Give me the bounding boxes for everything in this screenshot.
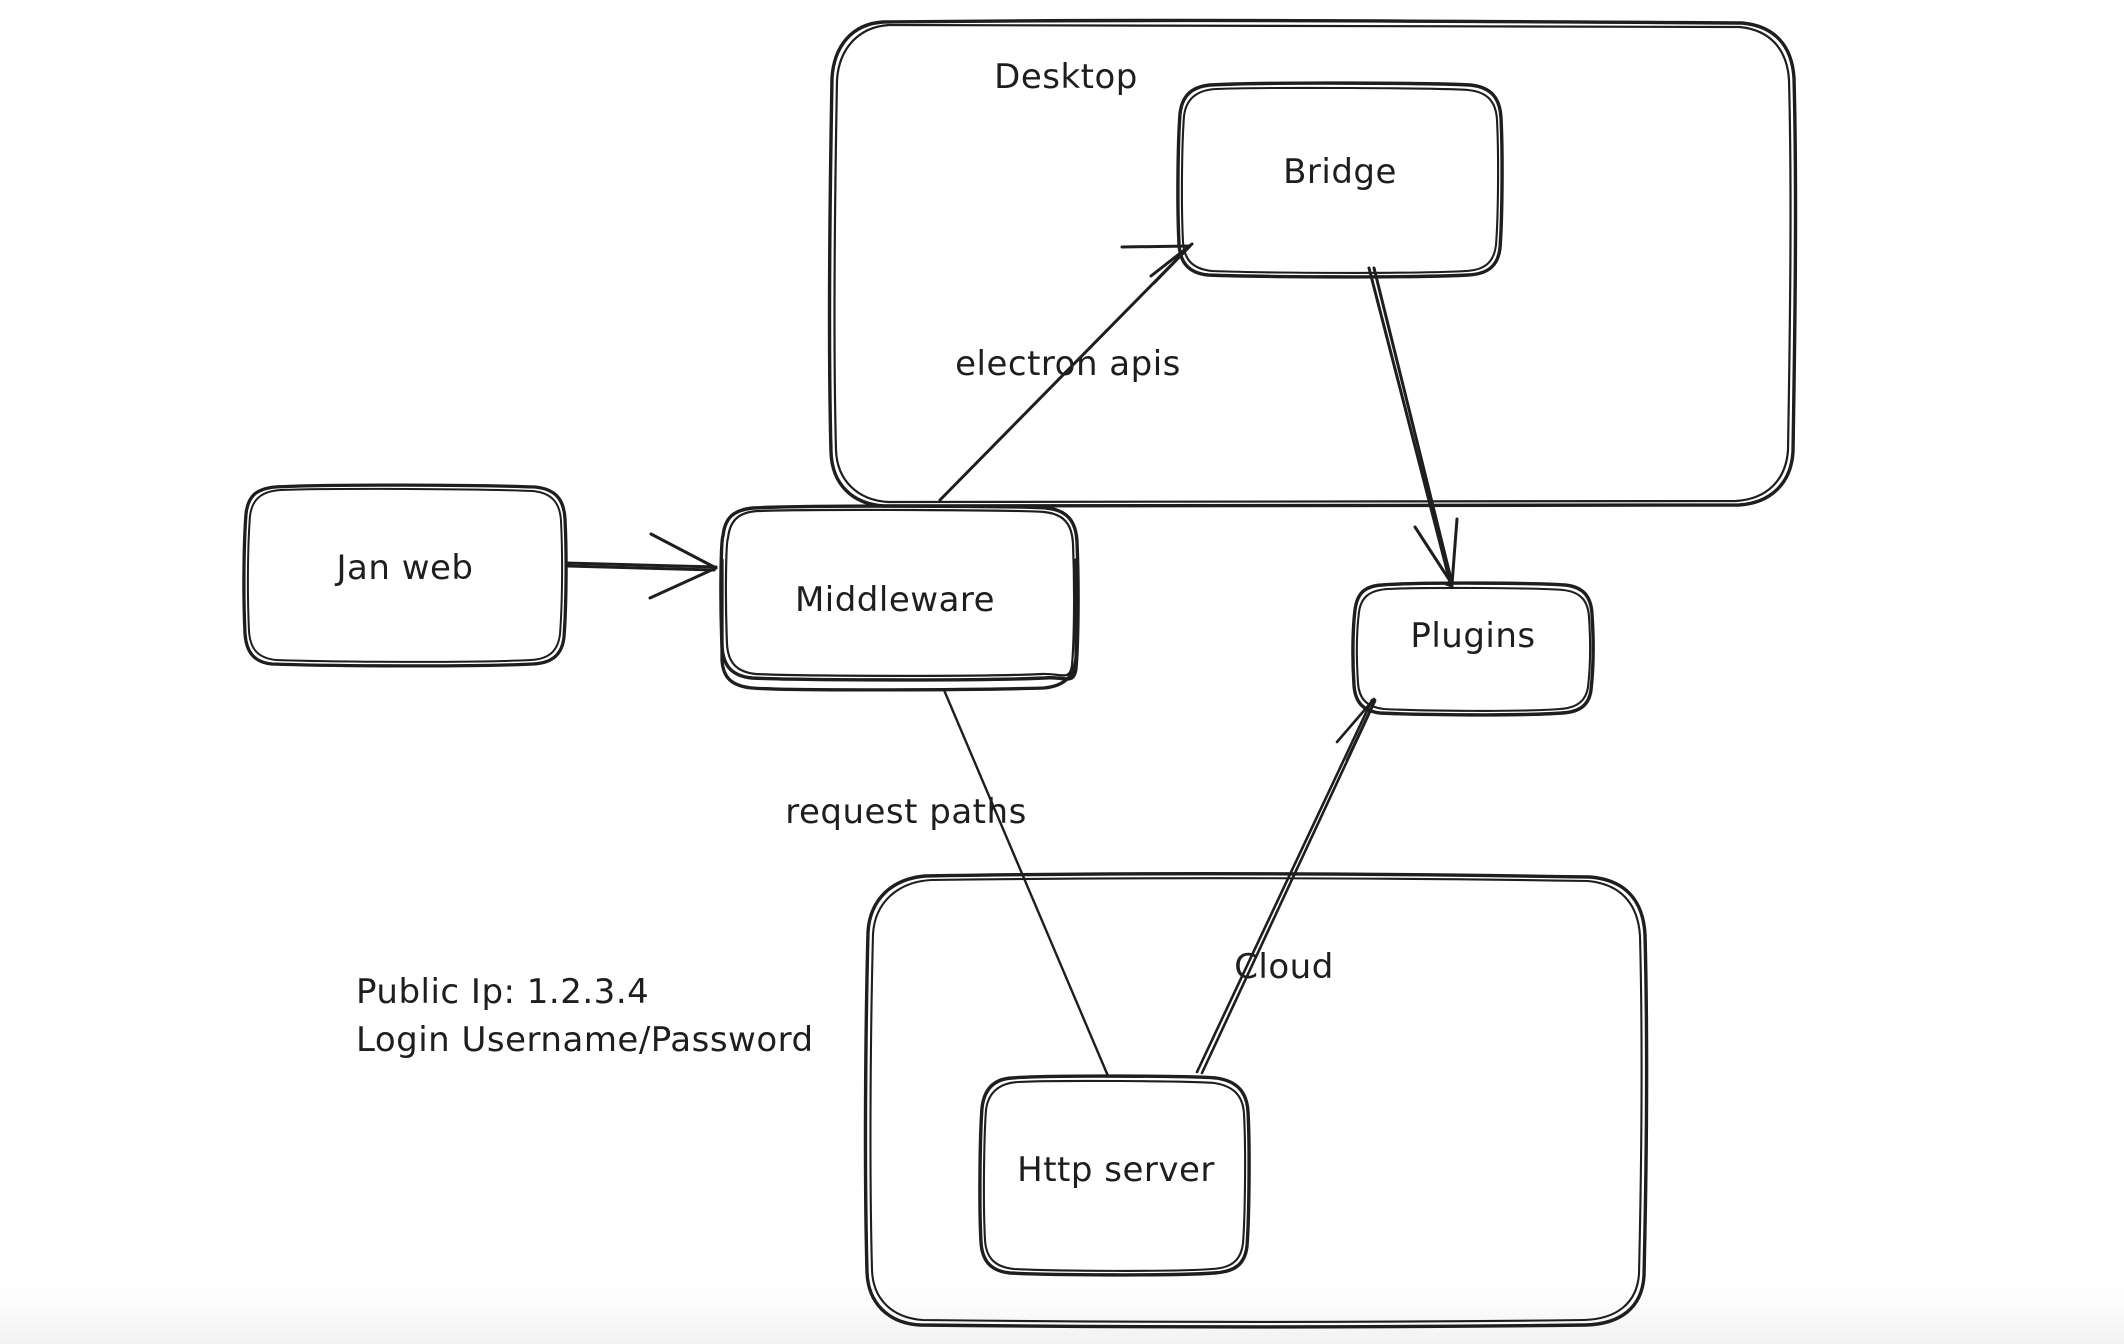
edge-httpserver-middleware — [942, 688, 1110, 1078]
note-public-ip-credentials: Public Ip: 1.2.3.4 Login Username/Passwo… — [356, 968, 814, 1065]
node-label-plugins: Plugins — [1410, 616, 1536, 657]
group-cloud — [863, 872, 1649, 1329]
node-bridge[interactable] — [1176, 81, 1504, 279]
edge-janweb-middleware — [564, 532, 718, 600]
node-label-http-server: Http server — [1017, 1150, 1215, 1191]
group-label-desktop: Desktop — [994, 57, 1138, 98]
node-middleware[interactable] — [719, 504, 1080, 692]
node-jan-web[interactable] — [242, 483, 568, 668]
node-label-middleware: Middleware — [794, 580, 996, 621]
edge-label-cloud: Cloud — [1234, 947, 1334, 988]
edge-label-electron-apis: electron apis — [955, 344, 1181, 385]
node-http-server[interactable] — [978, 1074, 1251, 1277]
node-label-bridge: Bridge — [1283, 152, 1397, 193]
edge-bridge-plugins — [1367, 266, 1459, 588]
node-label-jan-web: Jan web — [336, 548, 474, 589]
note-line-login: Login Username/Password — [356, 1020, 814, 1061]
node-plugins[interactable] — [1351, 581, 1595, 717]
edge-httpserver-plugins — [1195, 697, 1377, 1075]
edge-label-request-paths: request paths — [785, 792, 1027, 833]
edge-middleware-bridge — [938, 242, 1194, 502]
group-desktop — [827, 18, 1798, 509]
note-line-public-ip: Public Ip: 1.2.3.4 — [356, 972, 650, 1012]
